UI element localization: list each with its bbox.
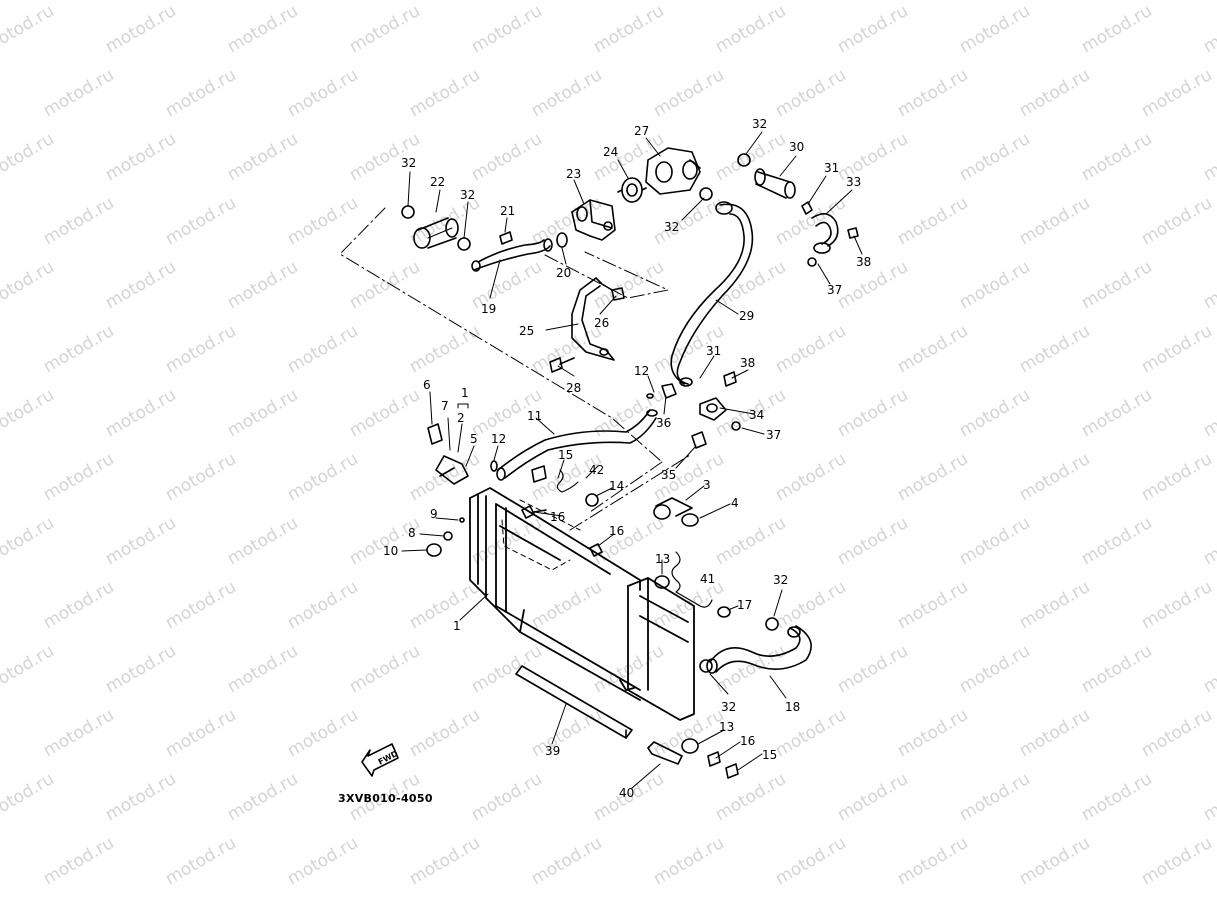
fwd-arrow-icon xyxy=(361,743,399,777)
label-part-36: 36 xyxy=(656,416,671,430)
label-part-38b: 38 xyxy=(740,356,755,370)
part-labels: 1 1 2 3 4 5 6 7 8 9 10 11 12 12 13 13 14… xyxy=(383,117,871,800)
label-part-14: 14 xyxy=(609,479,624,493)
label-part-37b: 37 xyxy=(766,428,781,442)
label-part-16a: 16 xyxy=(550,510,565,524)
label-part-10: 10 xyxy=(383,544,398,558)
label-part-7: 7 xyxy=(441,399,449,413)
label-part-32c: 32 xyxy=(752,117,767,131)
label-part-13b: 13 xyxy=(719,720,734,734)
label-part-24: 24 xyxy=(603,145,618,159)
label-part-39: 39 xyxy=(545,744,560,758)
lower-hose-18 xyxy=(706,625,812,674)
label-part-40: 40 xyxy=(619,786,634,800)
pipe-30 xyxy=(754,168,796,199)
label-part-31a: 31 xyxy=(824,161,839,175)
label-part-12a: 12 xyxy=(491,432,506,446)
thermostat xyxy=(617,177,647,203)
label-part-22: 22 xyxy=(430,175,445,189)
pipe-22 xyxy=(413,217,459,249)
label-part-32e: 32 xyxy=(773,573,788,587)
label-part-8: 8 xyxy=(408,526,416,540)
label-part-27: 27 xyxy=(634,124,649,138)
label-part-32d: 32 xyxy=(664,220,679,234)
label-part-18: 18 xyxy=(785,700,800,714)
label-part-25: 25 xyxy=(519,324,534,338)
label-part-20: 20 xyxy=(556,266,571,280)
label-part-26: 26 xyxy=(594,316,609,330)
label-part-13a: 13 xyxy=(655,552,670,566)
label-part-19: 19 xyxy=(481,302,496,316)
label-part-3: 3 xyxy=(703,478,711,492)
label-part-33: 33 xyxy=(846,175,861,189)
label-part-41: 41 xyxy=(700,572,715,586)
clamps-32 xyxy=(401,153,779,673)
label-part-12b: 12 xyxy=(634,364,649,378)
label-part-32a: 32 xyxy=(401,156,416,170)
pad-39 xyxy=(515,665,633,739)
label-part-15a: 15 xyxy=(558,448,573,462)
label-part-29: 29 xyxy=(739,309,754,323)
label-part-1: 1 xyxy=(453,619,461,633)
label-part-21: 21 xyxy=(500,204,515,218)
label-part-37a: 37 xyxy=(827,283,842,297)
label-part-2: 2 xyxy=(457,411,465,425)
label-part-34: 34 xyxy=(749,408,764,422)
bracket-5 xyxy=(435,455,469,485)
label-part-30: 30 xyxy=(789,140,804,154)
upper-hose xyxy=(496,409,658,481)
pipe-33 xyxy=(811,213,839,254)
label-part-42: 42 xyxy=(589,463,604,477)
bracket-25 xyxy=(571,277,615,361)
label-part-23: 23 xyxy=(566,167,581,181)
label-part-32b: 32 xyxy=(460,188,475,202)
label-part-1-group: 1 xyxy=(461,386,469,400)
label-part-9: 9 xyxy=(430,507,438,521)
label-part-11: 11 xyxy=(527,409,542,423)
diagram-reference-code: 3XVB010-4050 xyxy=(338,792,433,805)
label-part-38a: 38 xyxy=(856,255,871,269)
label-part-6: 6 xyxy=(423,378,431,392)
long-hose-29 xyxy=(670,201,754,387)
label-part-35: 35 xyxy=(661,468,676,482)
label-part-31b: 31 xyxy=(706,344,721,358)
springs xyxy=(556,469,713,608)
label-part-16b: 16 xyxy=(609,524,624,538)
grommets xyxy=(655,497,693,517)
label-part-16c: 16 xyxy=(740,734,755,748)
label-part-5: 5 xyxy=(470,432,478,446)
radiator-core xyxy=(469,487,695,721)
small-parts xyxy=(426,232,817,754)
hose-19 xyxy=(471,238,553,272)
label-part-4: 4 xyxy=(731,496,739,510)
thermostat-housing xyxy=(571,199,616,241)
label-part-28: 28 xyxy=(566,381,581,395)
leader-lines xyxy=(401,131,863,789)
joint-34 xyxy=(699,397,727,421)
label-part-32f: 32 xyxy=(721,700,736,714)
label-part-17: 17 xyxy=(737,598,752,612)
pad-40 xyxy=(647,741,683,765)
thermostat-cover xyxy=(645,147,701,195)
assembly-guide-lines xyxy=(339,207,691,531)
label-part-15b: 15 xyxy=(762,748,777,762)
